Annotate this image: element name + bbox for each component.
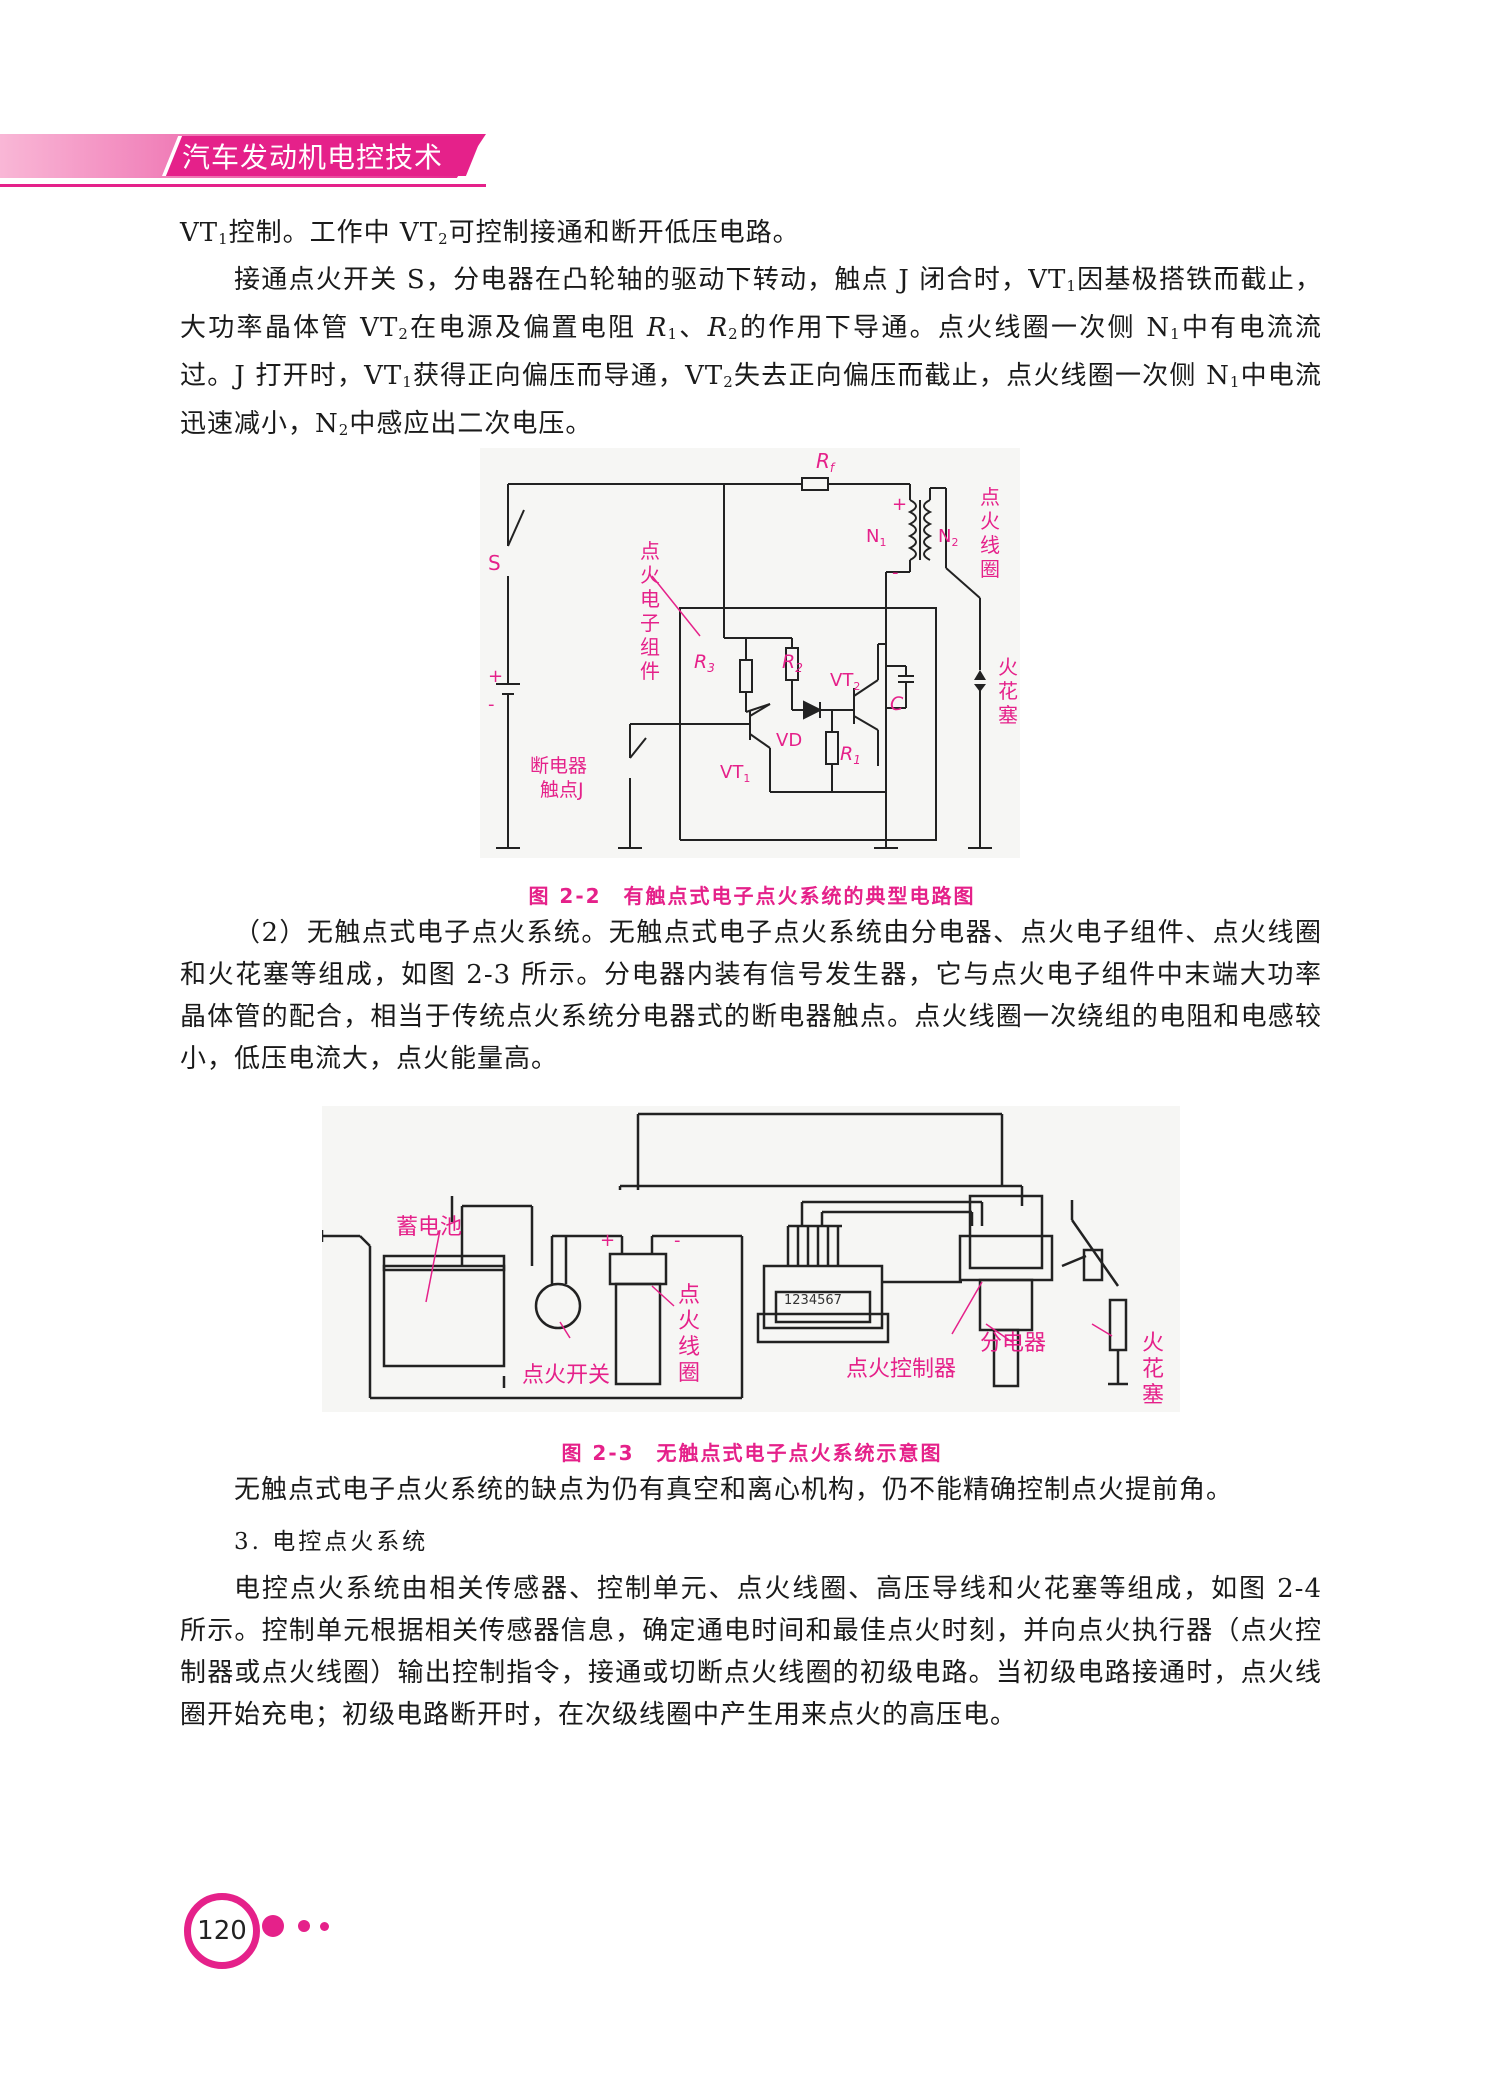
figure-2-3-caption: 图 2-3 无触点式电子点火系统示意图 (561, 1441, 943, 1465)
system-svg: 蓄电池 点火开关 + - 点 火 线 圈 1234567 点火控制器 分电器 火… (322, 1106, 1180, 1412)
label-breaker-line1: 断电器 (530, 755, 587, 777)
label-battery-plus: + (488, 666, 503, 687)
label-spark-plug: 火 花 塞 (998, 655, 1020, 727)
section-heading: 3. 电控点火系统 (234, 1529, 429, 1555)
label-vt1: VT1 (720, 762, 750, 785)
label-r2: R2 (782, 651, 803, 675)
paragraph-1: VT1控制。工作中 VT2可控制接通和断开低压电路。 (180, 212, 1322, 260)
page-number: 120 (184, 1893, 260, 1969)
label-ignition-coil: 点 火 线 圈 (678, 1283, 707, 1386)
text: 中电流迅速减小，N (180, 361, 1323, 439)
label-n1: N1 (866, 526, 886, 549)
text: 可控制接通和断开低压电路。 (448, 218, 800, 248)
subscript: 2 (728, 325, 739, 343)
label-spark-plug: 火 花 塞 (1142, 1331, 1171, 1408)
resistor-symbol: R (707, 313, 729, 343)
paragraph-4: 无触点式电子点火系统的缺点为仍有真空和离心机构，仍不能精确控制点火提前角。 (234, 1475, 1234, 1505)
header-title: 汽车发动机电控技术 (182, 141, 444, 174)
text: 中感应出二次电压。 (349, 409, 593, 439)
paragraph-2: 接通点火开关 S，分电器在凸轮轴的驱动下转动，触点 J 闭合时，VT1因基极搭铁… (180, 259, 1322, 451)
text: 、 (678, 313, 708, 343)
subscript: 1 (218, 230, 229, 248)
label-ignition-coil: 点 火 线 圈 (980, 485, 1006, 581)
text: 控制。工作中 VT (228, 218, 439, 248)
subscript: 2 (338, 421, 350, 439)
label-controller-pins: 1234567 (784, 1293, 842, 1308)
text: 的作用下导通。点火线圈一次侧 N (738, 313, 1171, 343)
label-breaker-line2: 触点J (540, 779, 584, 801)
subscript: 1 (402, 373, 413, 391)
circuit-svg: Rf S + - + - N1 N2 点 火 线 圈 点 火 电 子 组 件 R… (480, 448, 1020, 858)
subscript: 1 (1066, 277, 1077, 295)
label-diode-vd: VD (776, 730, 802, 751)
text: 中有电流流过。J 打开时，VT (180, 313, 1323, 391)
subscript: 2 (438, 230, 449, 248)
text: 获得正向偏压而导通，VT (412, 361, 724, 391)
label-r1: R1 (840, 743, 861, 767)
text: 在电源及偏置电阻 (408, 313, 647, 343)
label-ignition-module: 点 火 电 子 组 件 (640, 539, 666, 683)
page-dot-large (262, 1915, 284, 1937)
figure-system-schematic: 蓄电池 点火开关 + - 点 火 线 圈 1234567 点火控制器 分电器 火… (322, 1106, 1180, 1412)
subscript: 1 (1170, 325, 1181, 343)
label-distributor: 分电器 (980, 1331, 1046, 1356)
label-battery-minus: - (488, 694, 495, 715)
text: VT (180, 218, 219, 248)
text: 失去正向偏压而截止，点火线圈一次侧 N (733, 361, 1230, 391)
page-dot-small (320, 1922, 329, 1931)
paragraph-3: （2）无触点式电子点火系统。无触点式电子点火系统由分电器、点火电子组件、点火线圈… (180, 918, 1322, 1074)
subscript: 1 (667, 325, 678, 343)
figure-circuit-diagram: Rf S + - + - N1 N2 点 火 线 圈 点 火 电 子 组 件 R… (480, 448, 1020, 858)
resistor-symbol: R (646, 313, 668, 343)
label-n2: N2 (938, 526, 958, 549)
label-r3: R3 (694, 651, 715, 675)
label-ignition-switch: 点火开关 (522, 1363, 610, 1388)
label-vt2: VT2 (830, 670, 860, 693)
label-rf: Rf (816, 449, 836, 475)
label-coil-plus: + (892, 494, 907, 515)
text: 接通点火开关 S，分电器在凸轮轴的驱动下转动，触点 J 闭合时，VT (234, 265, 1067, 295)
label-capacitor-c: C (890, 693, 904, 715)
paragraph-5: 电控点火系统由相关传感器、控制单元、点火线圈、高压导线和火花塞等组成，如图 2-… (180, 1574, 1322, 1730)
header-rule (0, 184, 486, 187)
subscript: 1 (1229, 373, 1241, 391)
text: 因基极搭铁而截止，大功率晶体管 VT (180, 265, 1322, 343)
label-coil-minus: - (892, 562, 899, 583)
subscript: 2 (723, 373, 734, 391)
figure-2-2-caption: 图 2-2 有触点式电子点火系统的典型电路图 (528, 884, 976, 908)
subscript: 2 (398, 325, 409, 343)
label-ignition-controller: 点火控制器 (846, 1357, 956, 1382)
label-battery: 蓄电池 (396, 1215, 462, 1240)
page-dot-medium (298, 1920, 310, 1932)
label-coil-plus: + (600, 1230, 615, 1251)
label-coil-minus: - (674, 1230, 681, 1251)
label-switch-s: S (488, 551, 501, 575)
